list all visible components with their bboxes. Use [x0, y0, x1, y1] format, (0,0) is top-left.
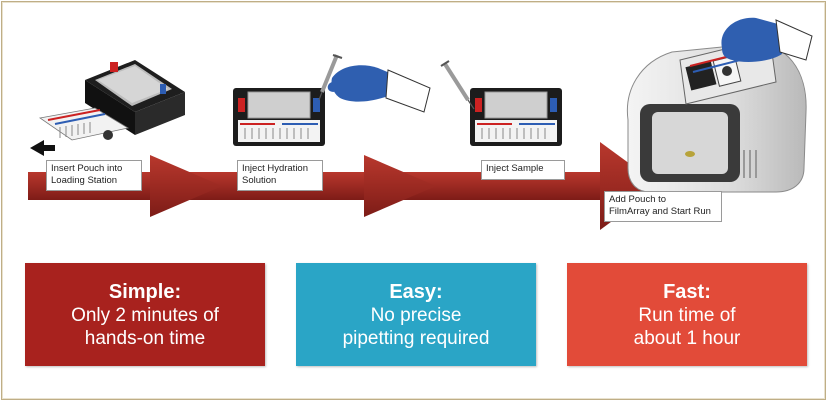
arrow-chevron-2 [364, 155, 436, 217]
panel-title: Fast: [663, 280, 711, 303]
panel-text-line-2: pipetting required [342, 327, 490, 349]
step-label-inject-hydration: Inject Hydration Solution [237, 160, 323, 191]
panel-title: Easy: [389, 280, 443, 303]
panel-text-line-2: hands-on time [84, 327, 206, 349]
panel-text-line-1: No precise [370, 304, 462, 326]
loading-station-icon [30, 60, 185, 156]
syringe-icon [318, 54, 343, 101]
step-label-add-pouch: Add Pouch to FilmArray and Start Run [604, 191, 722, 222]
panel-fast: Fast: Run time of about 1 hour [567, 263, 807, 366]
arrow-icon [30, 140, 55, 156]
gloved-hand-icon [721, 17, 813, 62]
panel-title: Simple: [108, 280, 182, 303]
step-label-inject-sample: Inject Sample [481, 160, 565, 180]
panel-text-line-1: Only 2 minutes of [71, 304, 219, 326]
loading-station-icon [470, 88, 562, 146]
syringe-icon [440, 60, 475, 110]
panel-text-line-1: Run time of [638, 304, 736, 326]
panel-simple: Simple: Only 2 minutes of hands-on time [25, 263, 265, 366]
step-label-insert-pouch: Insert Pouch into Loading Station [46, 160, 142, 191]
panel-text-line-2: about 1 hour [633, 327, 741, 349]
filmarray-instrument-icon [626, 37, 807, 193]
arrow-chevron-1 [150, 155, 222, 217]
loading-station-icon [233, 88, 325, 146]
gloved-hand-icon [327, 65, 431, 113]
panel-easy: Easy: No precise pipetting required [296, 263, 536, 366]
